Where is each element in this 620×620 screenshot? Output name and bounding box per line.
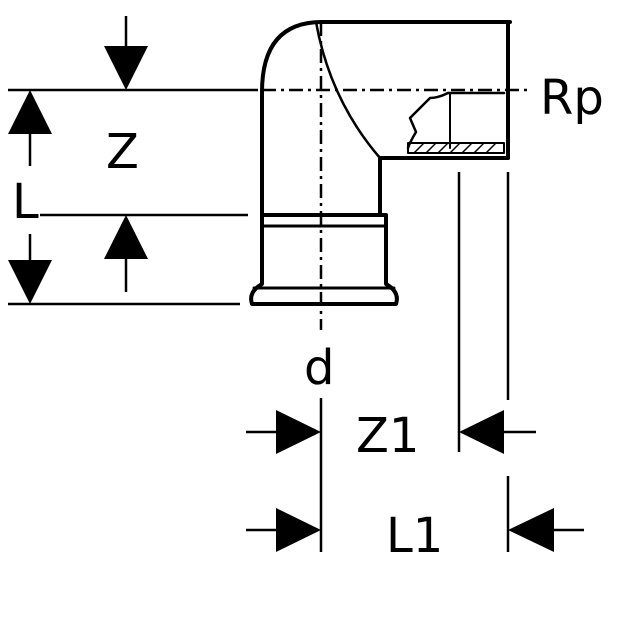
thread-break-line: [406, 91, 450, 150]
centre-lines: [262, 22, 530, 330]
arrow-z-top-down: [104, 46, 148, 90]
label-l1: L1: [386, 508, 443, 564]
extension-lines: [8, 16, 584, 552]
arrow-l1-right: [508, 508, 554, 552]
label-d: d: [304, 340, 334, 396]
label-rp: Rp: [540, 70, 604, 126]
press-socket: [249, 213, 399, 306]
arrow-z1-right: [459, 410, 504, 454]
label-z1: Z1: [356, 408, 419, 464]
bend-seam-line: [314, 20, 382, 160]
label-z: Z: [106, 124, 139, 180]
arrow-l-bottom-down: [8, 260, 52, 304]
thread-hatching: [413, 142, 497, 154]
arrowheads: [8, 46, 554, 552]
label-l: L: [12, 174, 39, 230]
thread-hatch-band: [407, 142, 505, 154]
arrow-l1-left: [276, 508, 321, 552]
arrow-z1-left: [276, 410, 321, 454]
elbow-outer-profile: [260, 20, 512, 217]
elbow-inner-profile: [378, 156, 510, 217]
arrow-l-top-up: [8, 90, 52, 134]
arrow-z-bottom-up: [104, 215, 148, 259]
elbow-fitting: [249, 20, 512, 306]
